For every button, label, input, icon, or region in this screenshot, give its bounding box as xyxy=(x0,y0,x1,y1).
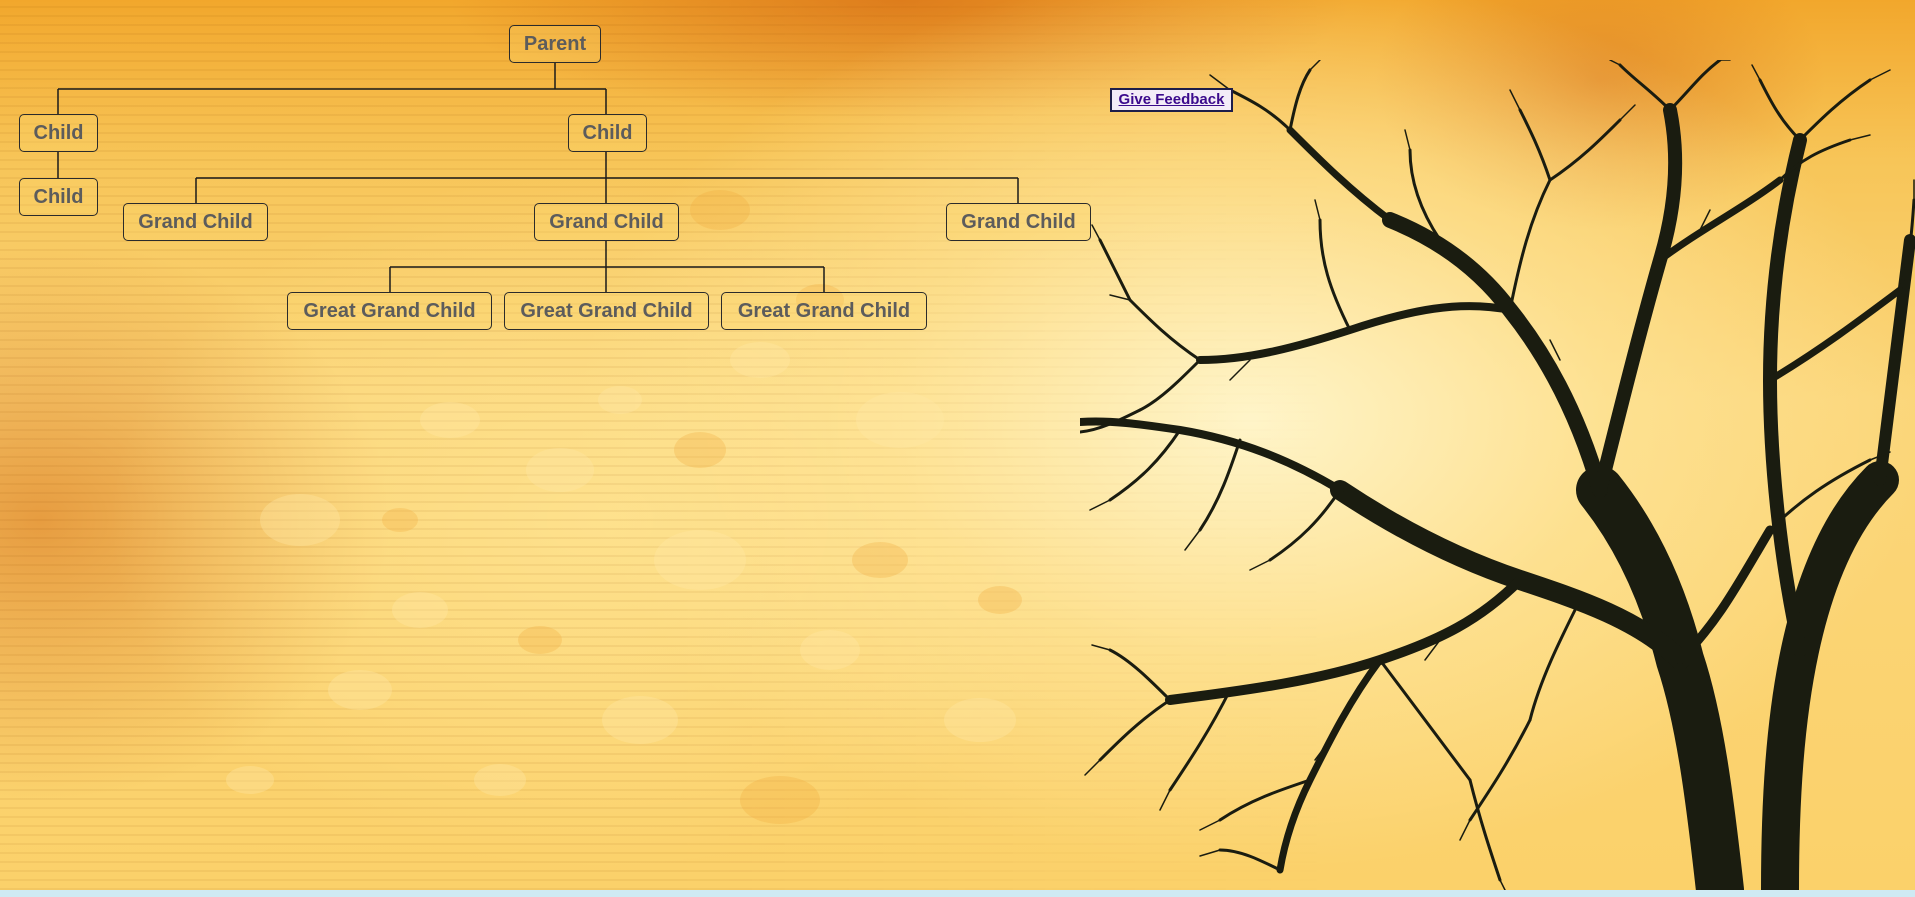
node-child-left[interactable]: Child xyxy=(19,114,98,152)
node-grand-child-1[interactable]: Grand Child xyxy=(123,203,268,241)
tree-silhouette-icon xyxy=(1080,60,1915,890)
node-great-grand-child-1[interactable]: Great Grand Child xyxy=(287,292,492,330)
node-grand-child-2[interactable]: Grand Child xyxy=(534,203,679,241)
node-great-grand-child-2[interactable]: Great Grand Child xyxy=(504,292,709,330)
give-feedback-link[interactable]: Give Feedback xyxy=(1110,88,1233,112)
node-grand-child-3[interactable]: Grand Child xyxy=(946,203,1091,241)
page-bottom-strip xyxy=(0,890,1915,897)
node-child-left-sub[interactable]: Child xyxy=(19,178,98,216)
node-great-grand-child-3[interactable]: Great Grand Child xyxy=(721,292,927,330)
node-child-main[interactable]: Child xyxy=(568,114,647,152)
node-parent[interactable]: Parent xyxy=(509,25,601,63)
